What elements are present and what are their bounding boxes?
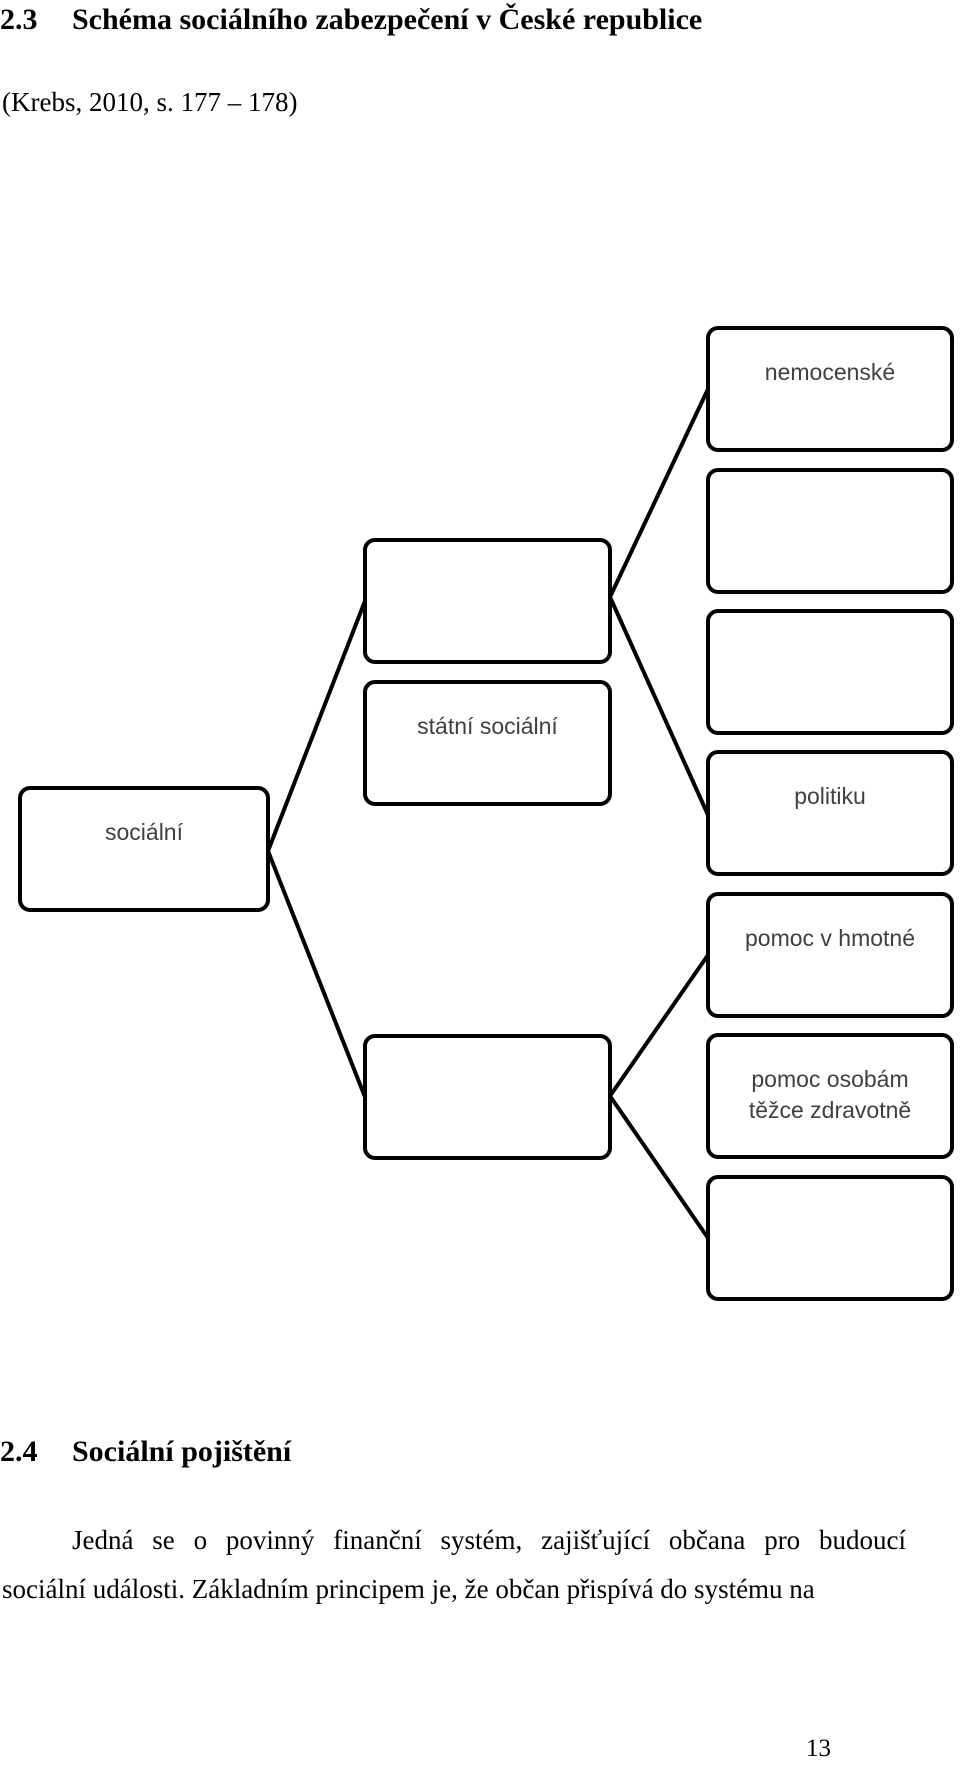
diagram-node-leaf-5-label: pomoc v hmotné — [745, 925, 915, 951]
section-title: Schéma sociálního zabezpečení v České re… — [72, 3, 703, 36]
diagram-node-middle-2-label: státní sociální — [417, 713, 558, 739]
paragraph-line-1: Jedná se o povinný finanční systém, zaji… — [72, 1525, 906, 1555]
diagram-node-leaf-6-label: pomoc osobám — [751, 1066, 908, 1092]
connector-root-to-middle-1 — [266, 599, 367, 853]
connector-root-to-middle-3 — [266, 849, 367, 1099]
diagram-nodes: sociální státní sociální nemocenské politik… — [18, 326, 954, 1301]
diagram-node-leaf-6: pomoc osobám těžce zdravotně — [706, 1033, 954, 1159]
diagram-node-leaf-3-box — [706, 609, 954, 735]
connector-middle-1-to-leaf-1 — [608, 387, 710, 599]
section-heading-2-3: 2.3 Schéma sociálního zabezpečení v České… — [0, 2, 702, 38]
diagram-node-leaf-5: pomoc v hmotné — [706, 892, 954, 1018]
page-number: 13 — [806, 1735, 831, 1762]
diagram-node-leaf-4-box — [706, 750, 954, 876]
diagram-node-middle-3-box — [363, 1034, 612, 1160]
diagram-node-leaf-5-box — [706, 892, 954, 1018]
diagram-node-middle-2: státní sociální — [363, 680, 612, 806]
diagram-node-middle-2-box — [363, 680, 612, 806]
diagram-node-root: sociální — [18, 786, 270, 912]
social-security-diagram: sociální státní sociální nemocenské politik… — [18, 326, 954, 1301]
diagram-node-root-box — [18, 786, 270, 912]
diagram-node-leaf-3 — [706, 609, 954, 735]
diagram-node-root-label: sociální — [105, 819, 184, 845]
paragraph-line-2: sociální události. Základním principem j… — [2, 1574, 815, 1604]
diagram-node-leaf-1-label: nemocenské — [765, 359, 895, 385]
section-heading-2-4: 2.4 Sociální pojištění — [0, 1434, 291, 1470]
diagram-node-leaf-7-box — [706, 1175, 954, 1301]
section-title: Sociální pojištění — [72, 1435, 292, 1468]
diagram-connectors — [266, 387, 710, 1240]
diagram-node-leaf-6-label: těžce zdravotně — [749, 1097, 911, 1123]
diagram-node-leaf-1: nemocenské — [706, 326, 954, 452]
connector-middle-3-to-leaf-5 — [608, 953, 710, 1098]
diagram-node-middle-1-box — [363, 538, 612, 664]
diagram-node-leaf-4-label: politiku — [794, 783, 866, 809]
diagram-node-leaf-1-box — [706, 326, 954, 452]
source-caption: (Krebs, 2010, s. 177 – 178) — [2, 87, 298, 117]
diagram-node-leaf-7 — [706, 1175, 954, 1301]
diagram-node-leaf-4: politiku — [706, 750, 954, 876]
connector-middle-1-to-leaf-4 — [608, 595, 710, 817]
diagram-node-middle-3 — [363, 1034, 612, 1160]
diagram-node-middle-1 — [363, 538, 612, 664]
section-number: 2.3 — [0, 3, 38, 36]
diagram-node-leaf-6-box — [706, 1033, 954, 1159]
diagram-node-leaf-2-box — [706, 468, 954, 594]
connector-middle-3-to-leaf-7 — [608, 1094, 710, 1240]
diagram-node-leaf-2 — [706, 468, 954, 594]
section-number: 2.4 — [0, 1435, 38, 1468]
